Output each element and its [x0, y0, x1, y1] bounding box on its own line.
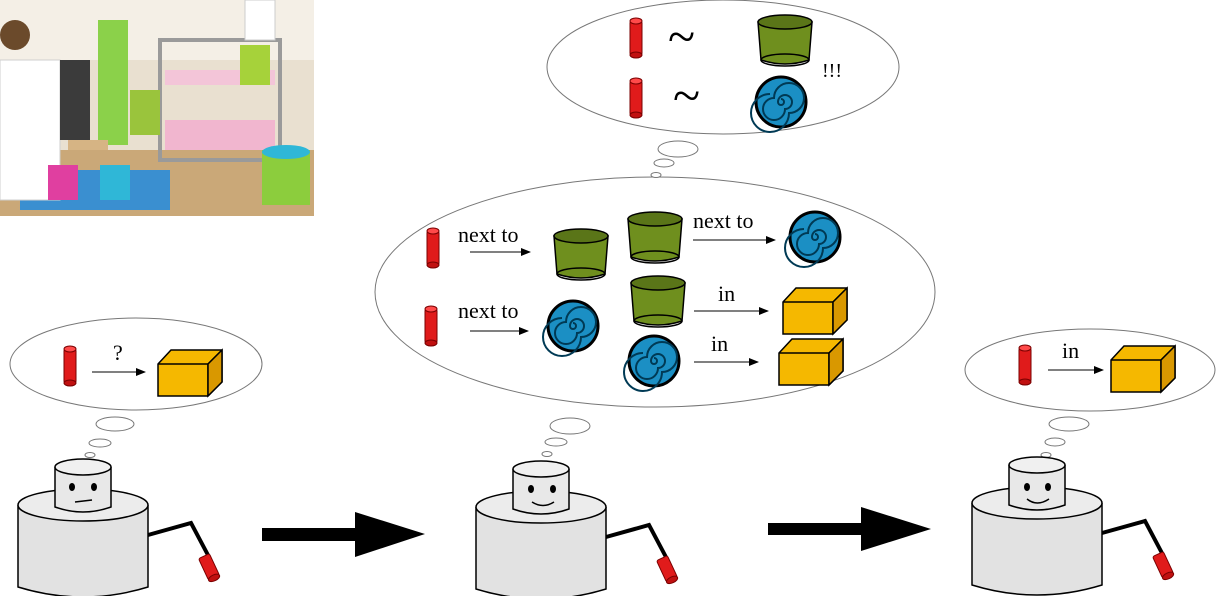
green-bin-icon [630, 275, 686, 328]
red-object-icon [629, 17, 643, 59]
green-bin-icon [553, 228, 609, 281]
red-object-icon [629, 77, 643, 119]
transition-arrow-2 [768, 507, 931, 551]
exclaim-label: !!! [822, 60, 842, 82]
yellow-box-icon [778, 338, 844, 386]
left-relation: ? [63, 340, 223, 397]
green-bin-icon [627, 211, 683, 264]
top-similarity: ~ !!! ~ [629, 8, 842, 134]
kids-room-photo [0, 0, 314, 216]
tilde-label-2: ~ [673, 67, 700, 123]
next-to-label-1: next to [458, 222, 519, 247]
robot-left [16, 457, 223, 596]
tilde-label-1: ~ [668, 8, 695, 64]
thought-bubble-left [9, 317, 263, 458]
question-label: ? [113, 340, 123, 365]
yellow-box-icon [782, 287, 848, 335]
yellow-box-icon [157, 349, 223, 397]
yellow-box-icon [1110, 345, 1176, 393]
thought-bubble-top [546, 0, 900, 178]
robot-right [970, 455, 1177, 596]
middle-relations: next to next to next to in in [424, 208, 848, 393]
green-bin-icon [757, 14, 813, 67]
red-object-icon [426, 227, 440, 269]
next-to-label-3: next to [458, 298, 519, 323]
robot-middle [474, 459, 681, 596]
in-label-2: in [711, 331, 728, 356]
red-object-icon [1018, 344, 1032, 386]
thought-bubble-right [964, 328, 1216, 458]
in-label-1: in [718, 281, 735, 306]
in-label-3: in [1062, 338, 1079, 363]
next-to-label-2: next to [693, 208, 754, 233]
red-object-icon [424, 305, 438, 347]
right-relation: in [1018, 338, 1176, 393]
transition-arrow-1 [262, 512, 425, 557]
red-object-icon [63, 345, 77, 387]
